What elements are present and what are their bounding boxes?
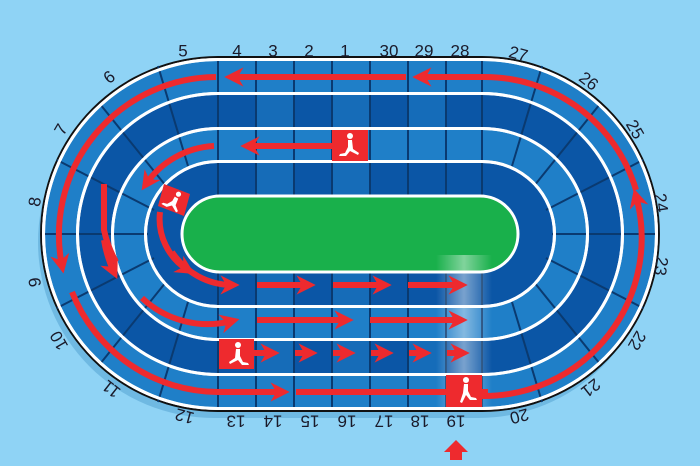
arrow-lane3-arc-b [139,295,240,334]
segment-label-27: 27 [507,42,530,65]
segment-label-13: 13 [227,412,246,431]
segment-label-8: 8 [25,196,45,208]
segment-label-28: 28 [451,41,470,60]
segment-label-3: 3 [268,41,277,60]
segment-label-9: 9 [25,276,45,288]
segment-label-14: 14 [264,412,283,431]
segment-label-1: 1 [340,41,349,60]
arrow-lane3-arc-a [169,250,240,295]
runner-lane3-bottom [219,339,254,369]
arrow-lane1-right-curve [481,188,649,400]
infield [180,194,520,274]
segment-label-30: 30 [380,41,399,60]
segment-label-19: 19 [447,412,466,431]
segment-label-6: 6 [100,67,119,88]
segment-label-4: 4 [232,41,241,60]
arrow-lane1-bottom-a [69,290,290,402]
arrow-lane1-left-curve [50,74,217,274]
segment-label-7: 7 [51,121,72,139]
segment-label-16: 16 [338,412,357,431]
segment-label-20: 20 [508,404,531,427]
segment-label-24: 24 [650,192,671,213]
segment-label-2: 2 [304,41,313,60]
route-arrows [50,67,649,402]
runner-lane1-finish [446,375,482,407]
segment-label-17: 17 [375,412,394,431]
segment-label-23: 23 [650,255,671,276]
runner-lane2-top [332,130,368,161]
segment-label-5: 5 [178,41,187,60]
runner-lane3-curve [158,184,190,216]
segment-label-15: 15 [301,412,320,431]
start-up-arrow-icon [444,440,468,460]
segment-label-18: 18 [411,412,430,431]
straight-panels [256,95,446,373]
arrow-lane2-left-curve [141,143,215,191]
arrow-lane2-left-curve-b [101,184,119,264]
segment-label-12: 12 [173,404,196,427]
segment-label-29: 29 [415,41,434,60]
